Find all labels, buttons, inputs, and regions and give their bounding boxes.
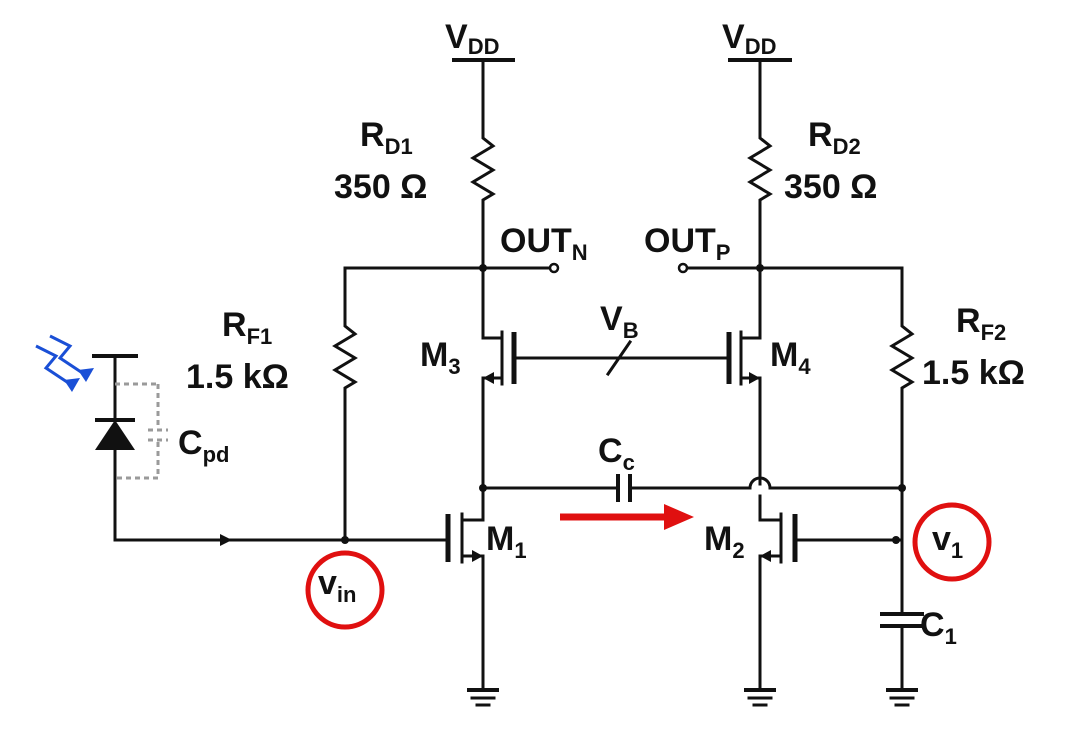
ground-c1-icon (886, 688, 918, 707)
m2-label: M2 (704, 520, 745, 563)
input-arrowhead (220, 534, 232, 546)
rd2-value: 350 Ω (784, 168, 877, 206)
rf1-label: RF1 (222, 306, 272, 349)
rd2-resistor (747, 130, 773, 208)
rf2-resistor (889, 318, 915, 396)
junction-vin (341, 536, 349, 544)
m4-label: M4 (770, 336, 811, 379)
cpd-parasitic-capacitor (115, 382, 168, 480)
junction-cc-left (479, 484, 487, 492)
vdd-left-rail (452, 58, 515, 132)
incident-light-icon (35, 334, 94, 392)
rd2-label: RD2 (808, 116, 861, 159)
rd1-value: 350 Ω (334, 168, 427, 206)
vb-label: VB (600, 300, 639, 343)
rd1-resistor (470, 130, 496, 208)
vin-label: vin (318, 564, 356, 607)
ground-m1-icon (467, 688, 499, 707)
cpd-label: Cpd (178, 424, 229, 467)
m1-transistor (445, 488, 485, 692)
ground-m2-icon (744, 688, 776, 707)
rf1-resistor (332, 318, 358, 396)
junction-cc-right (898, 484, 906, 492)
photodiode (92, 354, 138, 542)
vdd-left-label: VDD (445, 18, 499, 59)
c1-capacitor (880, 612, 924, 692)
vin-highlight-circle (305, 550, 385, 630)
v1-highlight-circle (912, 502, 992, 582)
m3-transistor (481, 266, 517, 492)
junction-v1 (892, 536, 900, 544)
m2-transistor (758, 494, 798, 692)
cc-capacitor (481, 474, 904, 502)
rf1-value: 1.5 kΩ (186, 358, 289, 396)
v1-label: v1 (932, 520, 963, 563)
rf2-value: 1.5 kΩ (922, 354, 1025, 392)
vdd-right-rail (728, 58, 792, 132)
rd1-label: RD1 (360, 116, 413, 159)
cc-label: Cc (598, 432, 635, 475)
m4-transistor (726, 266, 762, 486)
rf2-label: RF2 (956, 302, 1006, 345)
out-n-label: OUTN (500, 222, 588, 265)
c1-label: C1 (920, 606, 957, 649)
out-p-terminal (677, 262, 689, 274)
vdd-right-label: VDD (722, 18, 776, 59)
out-n-terminal (548, 262, 560, 274)
signal-flow-arrow (560, 504, 694, 530)
out-p-label: OUTP (644, 222, 730, 265)
m3-label: M3 (420, 336, 461, 379)
m1-label: M1 (486, 520, 527, 563)
vb-bus-slash (605, 339, 633, 377)
